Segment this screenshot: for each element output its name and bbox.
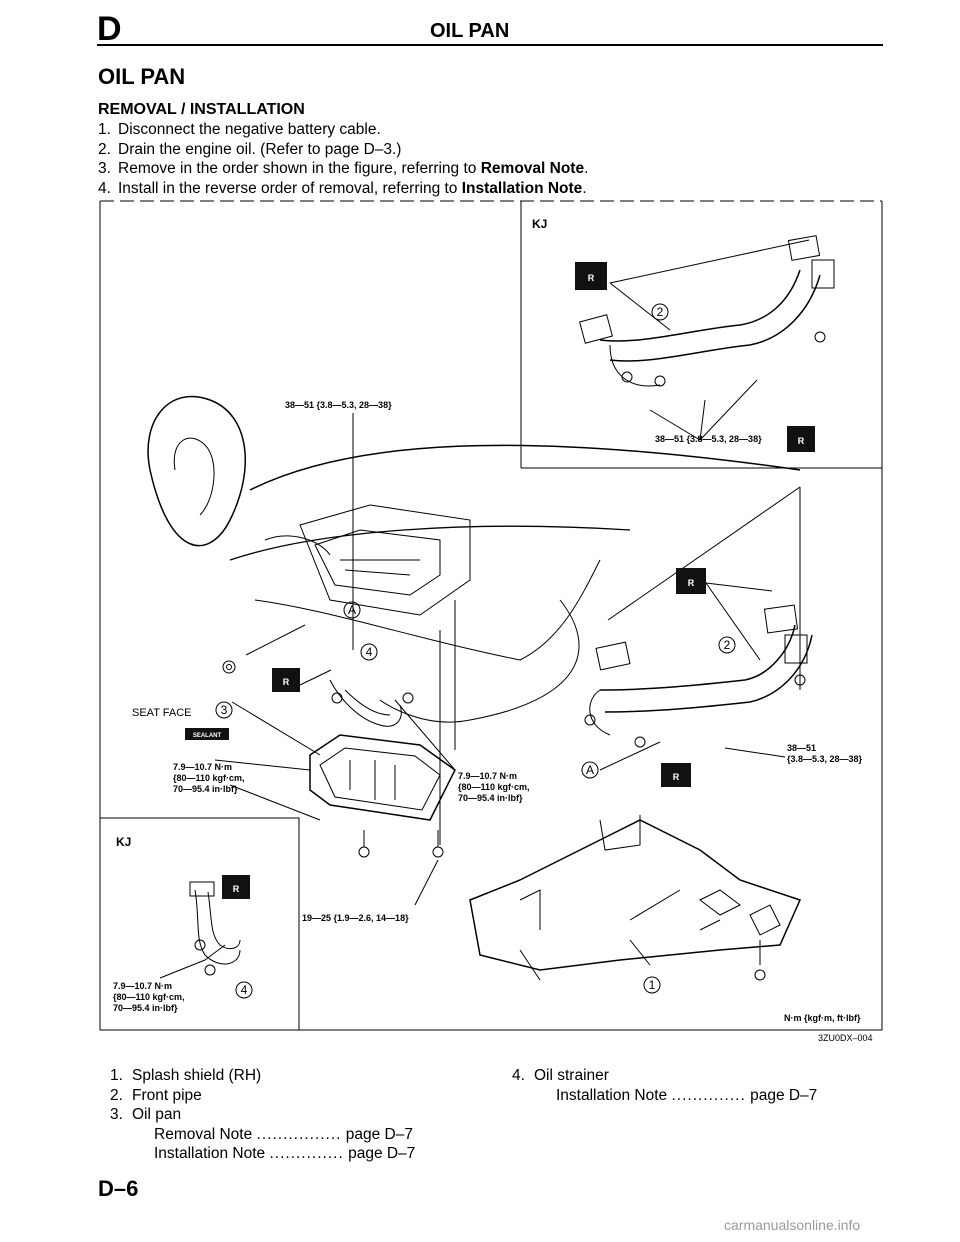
badge-r: R: [787, 426, 815, 452]
seat-face-label: SEAT FACE: [132, 707, 192, 719]
page-number: D–6: [98, 1176, 139, 1201]
svg-text:SEALANT: SEALANT: [193, 733, 222, 739]
svg-text:A: A: [348, 603, 356, 617]
svg-text:3: 3: [221, 703, 228, 717]
figure-id: 3ZU0DX–004: [818, 1033, 873, 1043]
header-section-letter: D: [97, 10, 122, 48]
torque-label: {80—110 kgf·cm,: [113, 992, 185, 1002]
torque-label: {3.8—5.3, 28—38}: [787, 754, 863, 764]
legend-item: 1.Splash shield (RH): [110, 1067, 262, 1084]
kj-label: KJ: [532, 217, 547, 231]
torque-label: 38—51 {3.8—5.3, 28—38}: [655, 434, 762, 444]
step-item: 3.Remove in the order shown in the figur…: [98, 160, 589, 177]
torque-label: 19—25 {1.9—2.6, 14—18}: [302, 913, 409, 923]
svg-text:A: A: [586, 763, 594, 777]
torque-label: 7.9—10.7 N·m: [173, 762, 232, 772]
badge-r: R: [222, 875, 250, 899]
header-rule: [97, 44, 883, 46]
badge-r: R: [575, 262, 607, 290]
step-item: 1.Disconnect the negative battery cable.: [98, 121, 381, 138]
legend-left: 1.Splash shield (RH) 2.Front pipe 3.Oil …: [110, 1066, 415, 1164]
badge-r: R: [272, 668, 300, 692]
svg-text:2: 2: [657, 305, 664, 319]
torque-label: 70—95.4 in·lbf}: [173, 784, 238, 794]
svg-text:4: 4: [241, 983, 248, 997]
svg-text:R: R: [283, 677, 290, 687]
torque-label: 7.9—10.7 N·m: [113, 981, 172, 991]
svg-text:R: R: [798, 436, 805, 446]
callout-4: 4: [360, 643, 378, 661]
legend-note: Installation Note .............. page D–…: [556, 1086, 818, 1104]
torque-label: {80—110 kgf·cm,: [458, 782, 530, 792]
torque-label: 7.9—10.7 N·m: [458, 771, 517, 781]
subsection-title: REMOVAL / INSTALLATION: [98, 101, 305, 118]
callout-3: 3: [215, 701, 233, 719]
svg-text:1: 1: [649, 978, 656, 992]
legend-item: 3.Oil pan: [110, 1106, 182, 1123]
step-item: 2.Drain the engine oil. (Refer to page D…: [98, 140, 402, 158]
kj-label: KJ: [116, 835, 131, 849]
svg-text:R: R: [688, 578, 695, 588]
badge-r: R: [661, 763, 691, 787]
legend-note: Installation Note .............. page D–…: [154, 1145, 416, 1162]
badge-r: R: [676, 568, 706, 594]
callout-2: 2: [718, 636, 736, 654]
torque-label: {80—110 kgf·cm,: [173, 773, 245, 783]
svg-text:2: 2: [724, 638, 731, 652]
sealant-badge: SEALANT: [185, 728, 229, 740]
torque-label: 70—95.4 in·lbf}: [458, 793, 523, 803]
svg-text:R: R: [673, 772, 680, 782]
svg-text:R: R: [233, 884, 240, 894]
procedure-steps: 1.Disconnect the negative battery cable.…: [98, 120, 588, 198]
legend-item: 4.Oil strainer: [512, 1067, 609, 1084]
svg-text:R: R: [588, 273, 595, 283]
callout-2: 2: [651, 303, 669, 321]
legend-item: 2.Front pipe: [110, 1086, 202, 1104]
legend-right: 4.Oil strainer Installation Note .......…: [512, 1066, 817, 1105]
watermark: carmanualsonline.info: [724, 1217, 861, 1233]
legend-note: Removal Note ................ page D–7: [154, 1125, 413, 1143]
header-title: OIL PAN: [430, 20, 510, 42]
svg-text:4: 4: [366, 645, 373, 659]
step-item: 4.Install in the reverse order of remova…: [98, 179, 587, 197]
units-label: N·m {kgf·m, ft·lbf}: [784, 1013, 861, 1023]
torque-label: 38—51 {3.8—5.3, 28—38}: [285, 400, 392, 410]
callout-a: A: [343, 601, 361, 619]
callout-1: 1: [643, 976, 661, 994]
torque-label: 70—95.4 in·lbf}: [113, 1003, 178, 1013]
callout-4: 4: [235, 981, 253, 999]
torque-label: 38—51: [787, 743, 816, 753]
section-title: OIL PAN: [98, 64, 186, 89]
callout-a: A: [581, 761, 599, 779]
